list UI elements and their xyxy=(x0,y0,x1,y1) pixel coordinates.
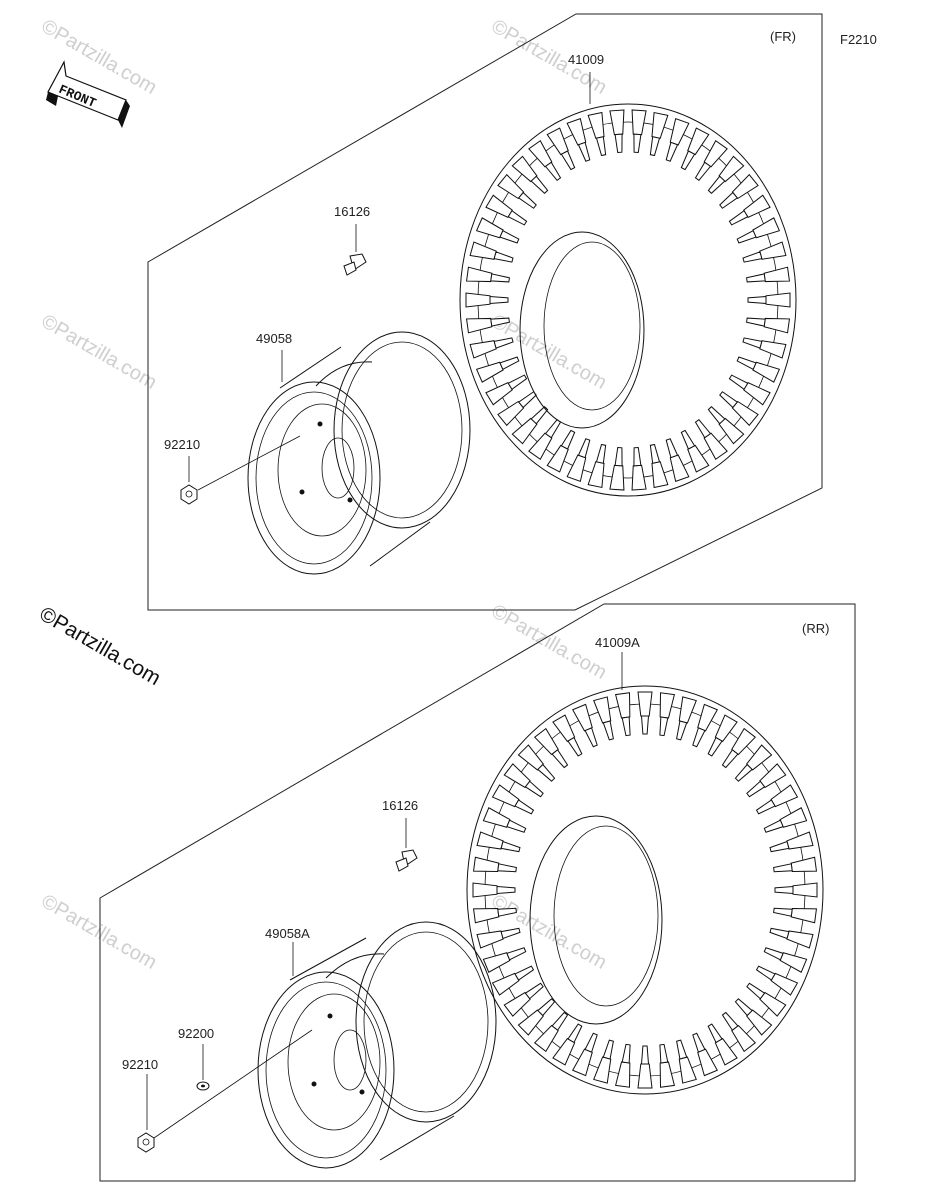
front-nut-part-number: 92210 xyxy=(164,437,200,452)
diagram-code: F2210 xyxy=(840,32,877,47)
front-nut-icon xyxy=(180,484,198,505)
rear-wheel-part-number: 49058A xyxy=(265,926,310,941)
rear-tire-part-number: 41009A xyxy=(595,635,640,650)
watermark: ©Partzilla.com xyxy=(488,600,611,684)
rear-section-label: (RR) xyxy=(802,621,829,636)
rear-tire xyxy=(466,685,824,1095)
rear-washer-part-number: 92200 xyxy=(178,1026,214,1041)
front-wheel xyxy=(247,331,471,575)
rear-nut-icon xyxy=(137,1132,155,1153)
rear-panel-frame xyxy=(99,603,856,1182)
rear-washer-icon xyxy=(196,1081,210,1091)
watermark: ©Partzilla.com xyxy=(38,310,161,394)
front-tire-part-number: 41009 xyxy=(568,52,604,67)
watermark: ©Partzilla.com xyxy=(38,890,161,974)
rear-wheel xyxy=(257,921,497,1169)
rear-valve-icon xyxy=(395,849,418,872)
front-wheel-part-number: 49058 xyxy=(256,331,292,346)
watermark-main: ©Partzilla.com xyxy=(36,602,165,690)
rear-section: (RR) 41009A 16126 xyxy=(99,603,856,1182)
rear-nut-part-number: 92210 xyxy=(122,1057,158,1072)
front-tire xyxy=(459,103,797,497)
rear-valve-part-number: 16126 xyxy=(382,798,418,813)
front-section-label: (FR) xyxy=(770,29,796,44)
front-valve-part-number: 16126 xyxy=(334,204,370,219)
front-valve-icon xyxy=(343,253,367,276)
front-section: (FR) 41009 16126 xyxy=(147,13,823,611)
front-panel-frame xyxy=(147,13,823,611)
